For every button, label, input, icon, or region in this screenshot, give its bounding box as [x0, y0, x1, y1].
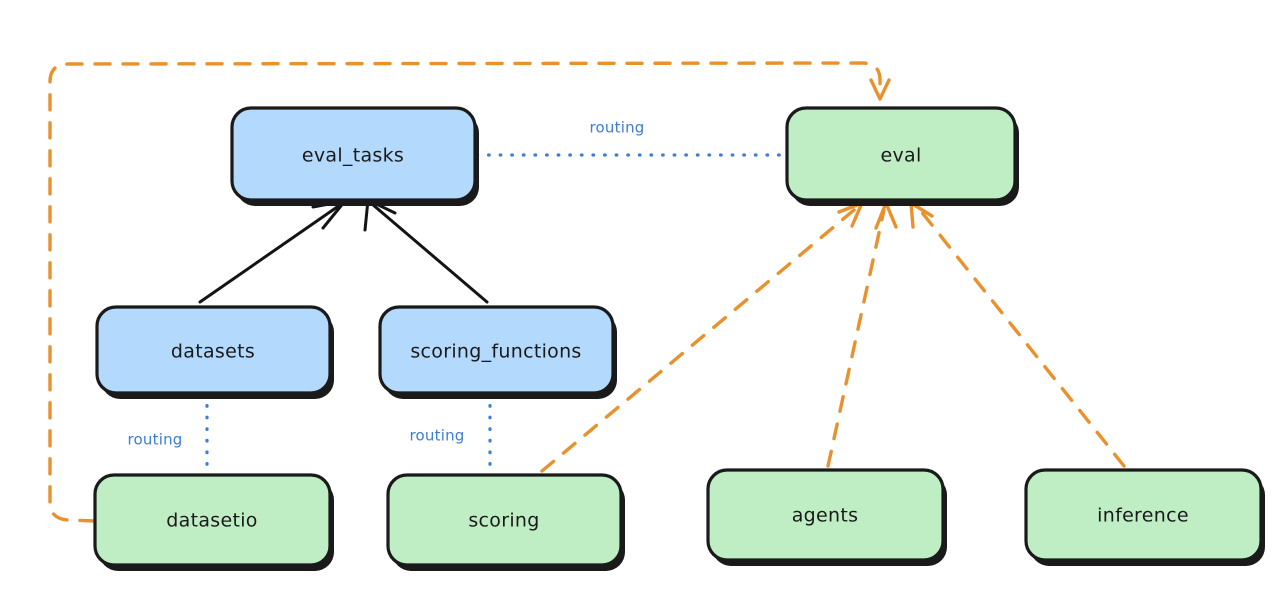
edge-label-routing-datasetio: routing: [128, 431, 183, 449]
node-datasetio[interactable]: datasetio: [93, 473, 334, 571]
node-inference[interactable]: inference: [1024, 468, 1265, 566]
edge-agents-to-eval: [826, 201, 898, 468]
node-eval[interactable]: eval: [785, 106, 1019, 206]
node-label-eval-tasks: eval_tasks: [302, 145, 404, 167]
node-body: [1024, 468, 1263, 562]
node-label-datasets: datasets: [171, 341, 255, 363]
node-label-scoring: scoring: [468, 510, 539, 532]
node-label-scoring-functions: scoring_functions: [410, 341, 581, 363]
edge-label-routing-scoring: routing: [410, 427, 465, 445]
node-body: [386, 473, 623, 567]
node-datasets[interactable]: datasets: [95, 305, 334, 399]
node-scoring[interactable]: scoring: [386, 473, 625, 571]
edge-scoring-functions-to-eval-tasks: [363, 198, 489, 304]
node-body: [95, 305, 332, 395]
node-eval-tasks[interactable]: eval_tasks: [230, 106, 479, 206]
node-body: [378, 305, 615, 395]
node-body: [230, 106, 477, 202]
edge-inference-to-eval: [909, 201, 1126, 468]
edge-label-routing-eval: routing: [590, 119, 645, 137]
node-agents[interactable]: agents: [706, 468, 947, 566]
edge-datasets-to-eval-tasks: [198, 199, 347, 304]
arrowhead-icon: [874, 201, 898, 230]
node-body: [93, 473, 332, 567]
arrowhead-icon: [869, 78, 891, 101]
node-body: [785, 106, 1017, 202]
node-label-agents: agents: [792, 505, 859, 527]
node-label-datasetio: datasetio: [166, 510, 257, 532]
node-scoring-functions[interactable]: scoring_functions: [378, 305, 617, 399]
node-body: [706, 468, 945, 562]
node-label-inference: inference: [1097, 505, 1189, 527]
node-label-eval: eval: [880, 145, 921, 167]
edge-datasetio-to-eval: [48, 61, 891, 523]
